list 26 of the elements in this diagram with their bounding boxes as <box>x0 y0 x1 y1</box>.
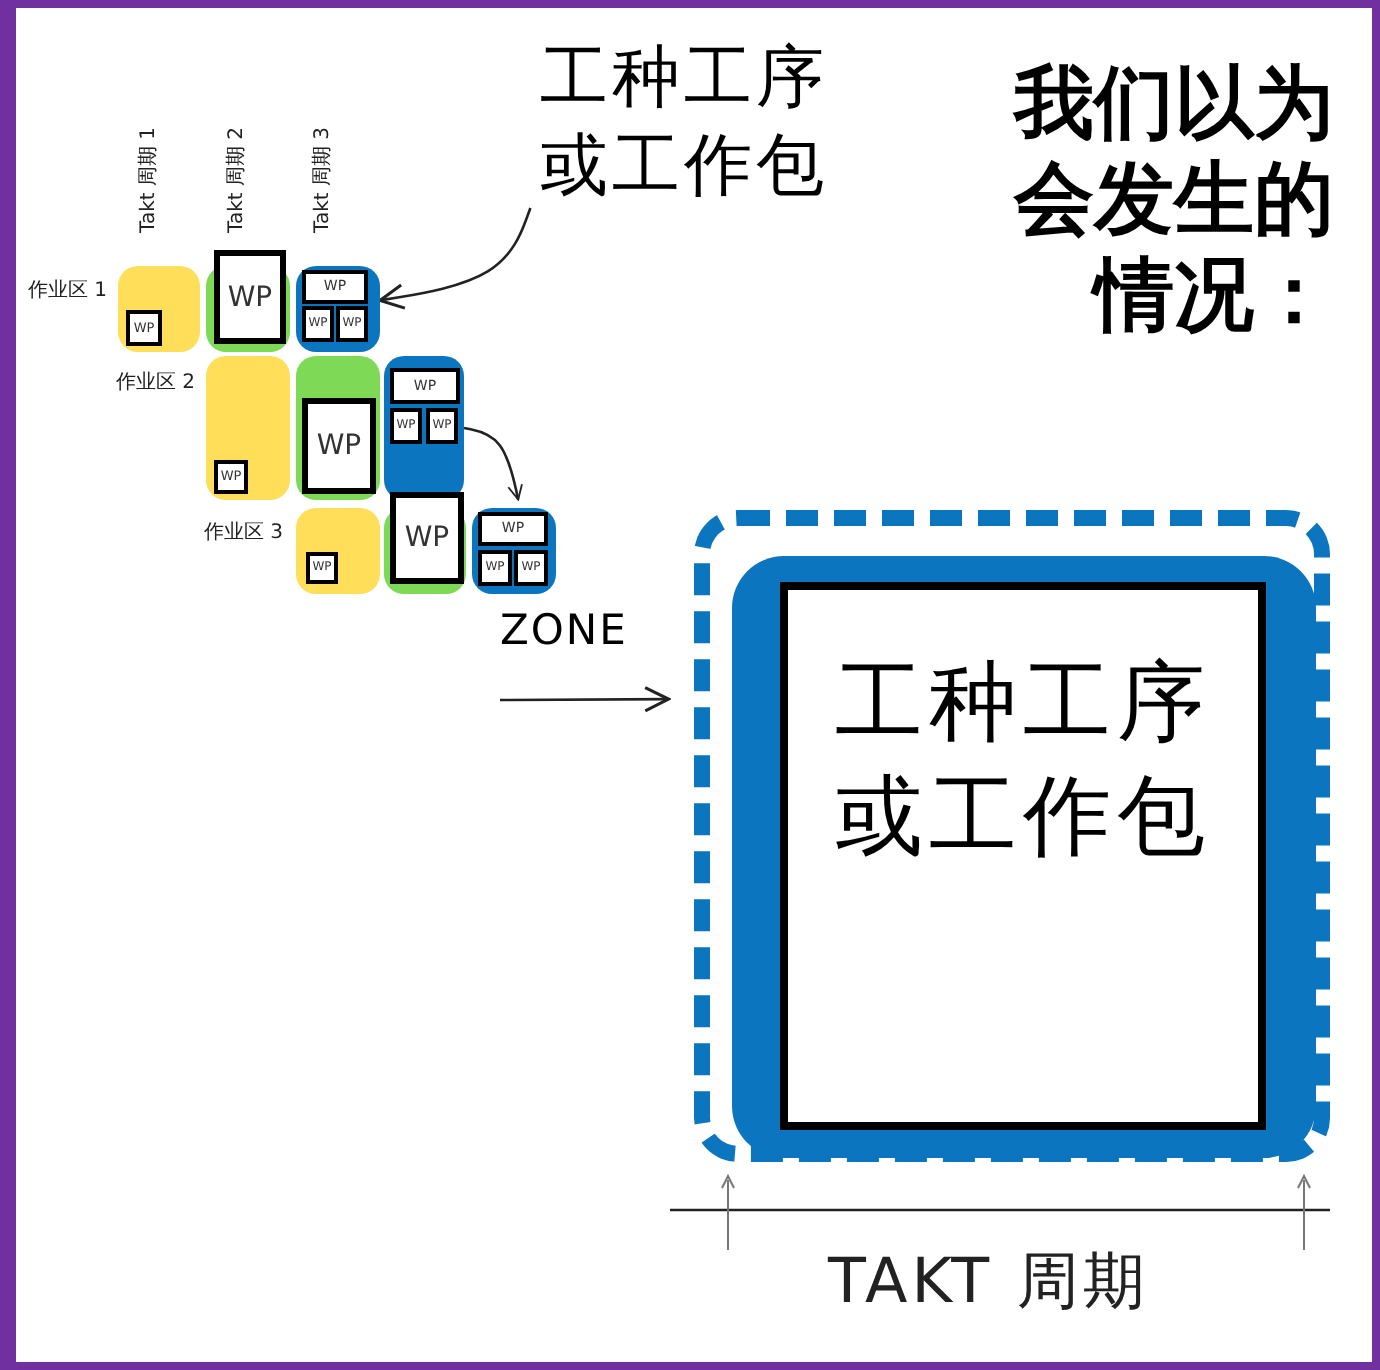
zone-outline <box>694 510 1330 1162</box>
arrow <box>378 207 532 310</box>
work-package-box: WP <box>302 398 376 494</box>
takt-cell <box>206 356 290 500</box>
column-label: Takt 周期 2 <box>228 127 248 233</box>
takt-cell <box>296 508 380 594</box>
edge-label: ZONE <box>500 610 628 652</box>
work-package-box <box>780 582 1266 1130</box>
column-label: Takt 周期 3 <box>314 127 334 233</box>
dimension-label: TAKT 周期 <box>828 1252 1149 1314</box>
takt-cell <box>118 266 200 352</box>
card-text: 工种工序或工作包 <box>833 650 1213 873</box>
row-label: 作业区 1 <box>28 282 108 302</box>
heading: 我们以为会发生的情况： <box>1011 56 1334 344</box>
row-label: 作业区 2 <box>116 374 196 394</box>
zone-box <box>732 556 1316 1158</box>
takt-cell <box>296 266 380 352</box>
takt-cell <box>472 508 556 594</box>
work-package-box: WP <box>390 492 464 584</box>
takt-cell <box>296 356 380 500</box>
column-label: Takt 周期 1 <box>140 127 160 233</box>
row-label: 作业区 3 <box>204 524 284 544</box>
arrow <box>500 686 671 713</box>
arrow <box>463 426 523 501</box>
work-package-box: WP <box>214 250 286 344</box>
annotation-text: 工种工序或工作包 <box>538 35 830 210</box>
